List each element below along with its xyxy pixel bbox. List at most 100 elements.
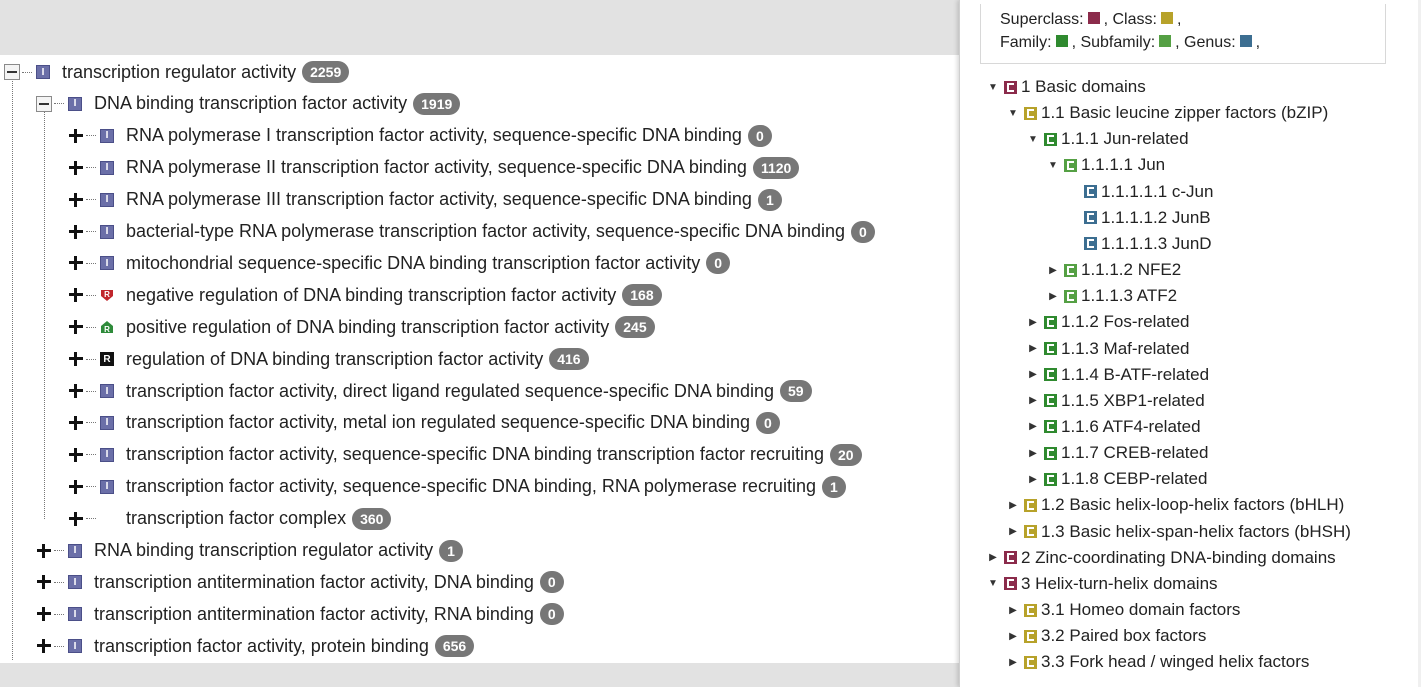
term-label[interactable]: RNA binding transcription regulator acti… <box>94 540 434 560</box>
term-label[interactable]: transcription antitermination factor act… <box>94 571 534 592</box>
classification-tree-node[interactable]: ▼ 1.1.1 Jun-related <box>1026 126 1189 152</box>
caret-right-icon[interactable]: ▶ <box>989 552 997 564</box>
expand-toggle[interactable] <box>68 160 84 176</box>
classification-tree-node[interactable]: ▶1.1.1.1.3 JunD <box>1066 231 1212 257</box>
classification-label[interactable]: 2 Zinc-coordinating DNA-binding domains <box>1021 547 1336 567</box>
classification-label[interactable]: 3.1 Homeo domain factors <box>1041 600 1241 619</box>
classification-label[interactable]: 1.1.1.1.2 JunB <box>1101 207 1211 227</box>
classification-label[interactable]: 1.1.1.2 NFE2 <box>1081 260 1182 280</box>
expand-toggle[interactable] <box>68 128 84 144</box>
caret-right-icon[interactable]: ▶ <box>1029 343 1037 354</box>
caret-right-icon[interactable]: ▶ <box>1029 316 1037 328</box>
classification-tree-node[interactable]: ▶ 1.1.3 Maf-related <box>1026 336 1190 362</box>
term-label[interactable]: transcription factor activity, sequence-… <box>126 476 816 497</box>
term-label[interactable]: RNA polymerase III transcription factor … <box>126 189 752 210</box>
classification-tree-node[interactable]: ▶ 1.1.7 CREB-related <box>1026 440 1208 466</box>
expand-toggle[interactable] <box>36 574 52 590</box>
collapse-toggle[interactable] <box>36 95 52 112</box>
expand-toggle[interactable] <box>68 351 84 367</box>
caret-right-icon[interactable]: ▶ <box>1049 264 1057 276</box>
caret-right-icon[interactable]: ▶ <box>1029 369 1037 381</box>
caret-right-icon[interactable]: ▶ <box>1029 473 1037 485</box>
caret-down-icon[interactable]: ▼ <box>1008 107 1018 119</box>
term-label[interactable]: transcription factor activity, sequence-… <box>126 444 824 465</box>
expand-toggle[interactable] <box>68 447 84 463</box>
classification-label[interactable]: 3.2 Paired box factors <box>1041 626 1207 646</box>
expand-toggle[interactable] <box>68 255 84 271</box>
caret-down-icon[interactable]: ▼ <box>1048 159 1058 171</box>
expand-toggle[interactable] <box>68 192 84 208</box>
classification-label[interactable]: 1.1.1.1.1 c-Jun <box>1101 181 1214 201</box>
term-label[interactable]: DNA binding transcription factor activit… <box>94 93 408 114</box>
classification-tree-node[interactable]: ▶ 2 Zinc-coordinating DNA-binding domains <box>986 545 1336 571</box>
classification-tree-node[interactable]: ▶1.1.6 ATF4-related <box>1026 414 1200 440</box>
classification-label[interactable]: 1.1.1.3 ATF2 <box>1081 286 1178 306</box>
term-label[interactable]: transcription regulator activity <box>62 61 297 82</box>
caret-right-icon[interactable]: ▶ <box>1029 395 1037 407</box>
classification-label[interactable]: 1.1.5 XBP1-related <box>1061 390 1205 410</box>
classification-tree-node[interactable]: ▶ 3.2 Paired box factors <box>1006 623 1206 649</box>
classification-label[interactable]: 1.1.1 Jun-related <box>1061 129 1189 149</box>
caret-right-icon[interactable]: ▶ <box>1009 604 1017 616</box>
classification-tree-node[interactable]: ▼1.1 Basic leucine zipper factors (bZIP) <box>1006 100 1328 126</box>
caret-down-icon[interactable]: ▼ <box>1028 133 1038 145</box>
classification-tree-node[interactable]: ▶ 1.1.1.2 NFE2 <box>1046 257 1181 283</box>
classification-label[interactable]: 1.2 Basic helix-loop-helix factors (bHLH… <box>1041 495 1345 515</box>
term-label[interactable]: transcription factor activity, protein b… <box>94 635 429 656</box>
term-label[interactable]: positive regulation of DNA binding trans… <box>126 316 610 337</box>
term-label[interactable]: RNA polymerase I transcription factor ac… <box>126 125 742 146</box>
classification-tree-node[interactable]: ▶1.1.1.1.1 c-Jun <box>1066 179 1213 205</box>
caret-right-icon[interactable]: ▶ <box>1049 290 1057 302</box>
classification-tree-node[interactable]: ▶ 1.1.5 XBP1-related <box>1026 388 1205 414</box>
classification-label[interactable]: 1.1.8 CEBP-related <box>1061 469 1208 489</box>
term-label[interactable]: mitochondrial sequence-specific DNA bind… <box>126 252 701 273</box>
classification-label[interactable]: 1.1.2 Fos-related <box>1061 312 1190 332</box>
expand-toggle[interactable] <box>36 543 52 559</box>
classification-tree-node[interactable]: ▶ 1.1.1.3 ATF2 <box>1046 283 1177 309</box>
collapse-toggle[interactable] <box>4 64 20 80</box>
term-label[interactable]: transcription factor activity, direct li… <box>126 380 774 401</box>
expand-toggle[interactable] <box>68 415 84 431</box>
classification-tree-node[interactable]: ▼ 1.1.1.1 Jun <box>1046 152 1165 178</box>
caret-right-icon[interactable]: ▶ <box>1009 630 1017 642</box>
expand-toggle[interactable] <box>36 606 52 622</box>
classification-label[interactable]: 1.1.3 Maf-related <box>1061 338 1190 358</box>
classification-tree-node[interactable]: ▶1.1.1.1.2 JunB <box>1066 205 1211 231</box>
classification-tree-node[interactable]: ▼3 Helix-turn-helix domains <box>986 571 1218 597</box>
classification-tree-node[interactable]: ▶ 1.1.4 B-ATF-related <box>1026 362 1209 388</box>
classification-label[interactable]: 1.1.4 B-ATF-related <box>1061 364 1210 384</box>
classification-label[interactable]: 1.1.1.1.3 JunD <box>1101 233 1212 253</box>
expand-toggle[interactable] <box>68 287 84 303</box>
classification-label[interactable]: 1.3 Basic helix-span-helix factors (bHSH… <box>1041 521 1351 541</box>
expand-toggle[interactable] <box>68 511 84 527</box>
term-label[interactable]: negative regulation of DNA binding trans… <box>126 284 617 305</box>
expand-toggle[interactable] <box>36 638 52 654</box>
term-label[interactable]: transcription antitermination factor act… <box>94 603 534 624</box>
classification-label[interactable]: 3 Helix-turn-helix domains <box>1021 573 1218 593</box>
caret-down-icon[interactable]: ▼ <box>988 81 998 93</box>
term-label[interactable]: transcription factor complex <box>126 508 347 529</box>
expand-toggle[interactable] <box>68 224 84 240</box>
classification-label[interactable]: 1.1.7 CREB-related <box>1061 443 1209 463</box>
caret-right-icon[interactable]: ▶ <box>1029 447 1037 459</box>
classification-label[interactable]: 3.3 Fork head / winged helix factors <box>1041 652 1310 672</box>
classification-label[interactable]: 1.1.1.1 Jun <box>1081 155 1166 175</box>
caret-right-icon[interactable]: ▶ <box>1009 526 1017 538</box>
caret-right-icon[interactable]: ▶ <box>1009 656 1017 668</box>
classification-tree-node[interactable]: ▶ 1.1.8 CEBP-related <box>1026 466 1207 492</box>
classification-label[interactable]: 1 Basic domains <box>1021 77 1146 96</box>
